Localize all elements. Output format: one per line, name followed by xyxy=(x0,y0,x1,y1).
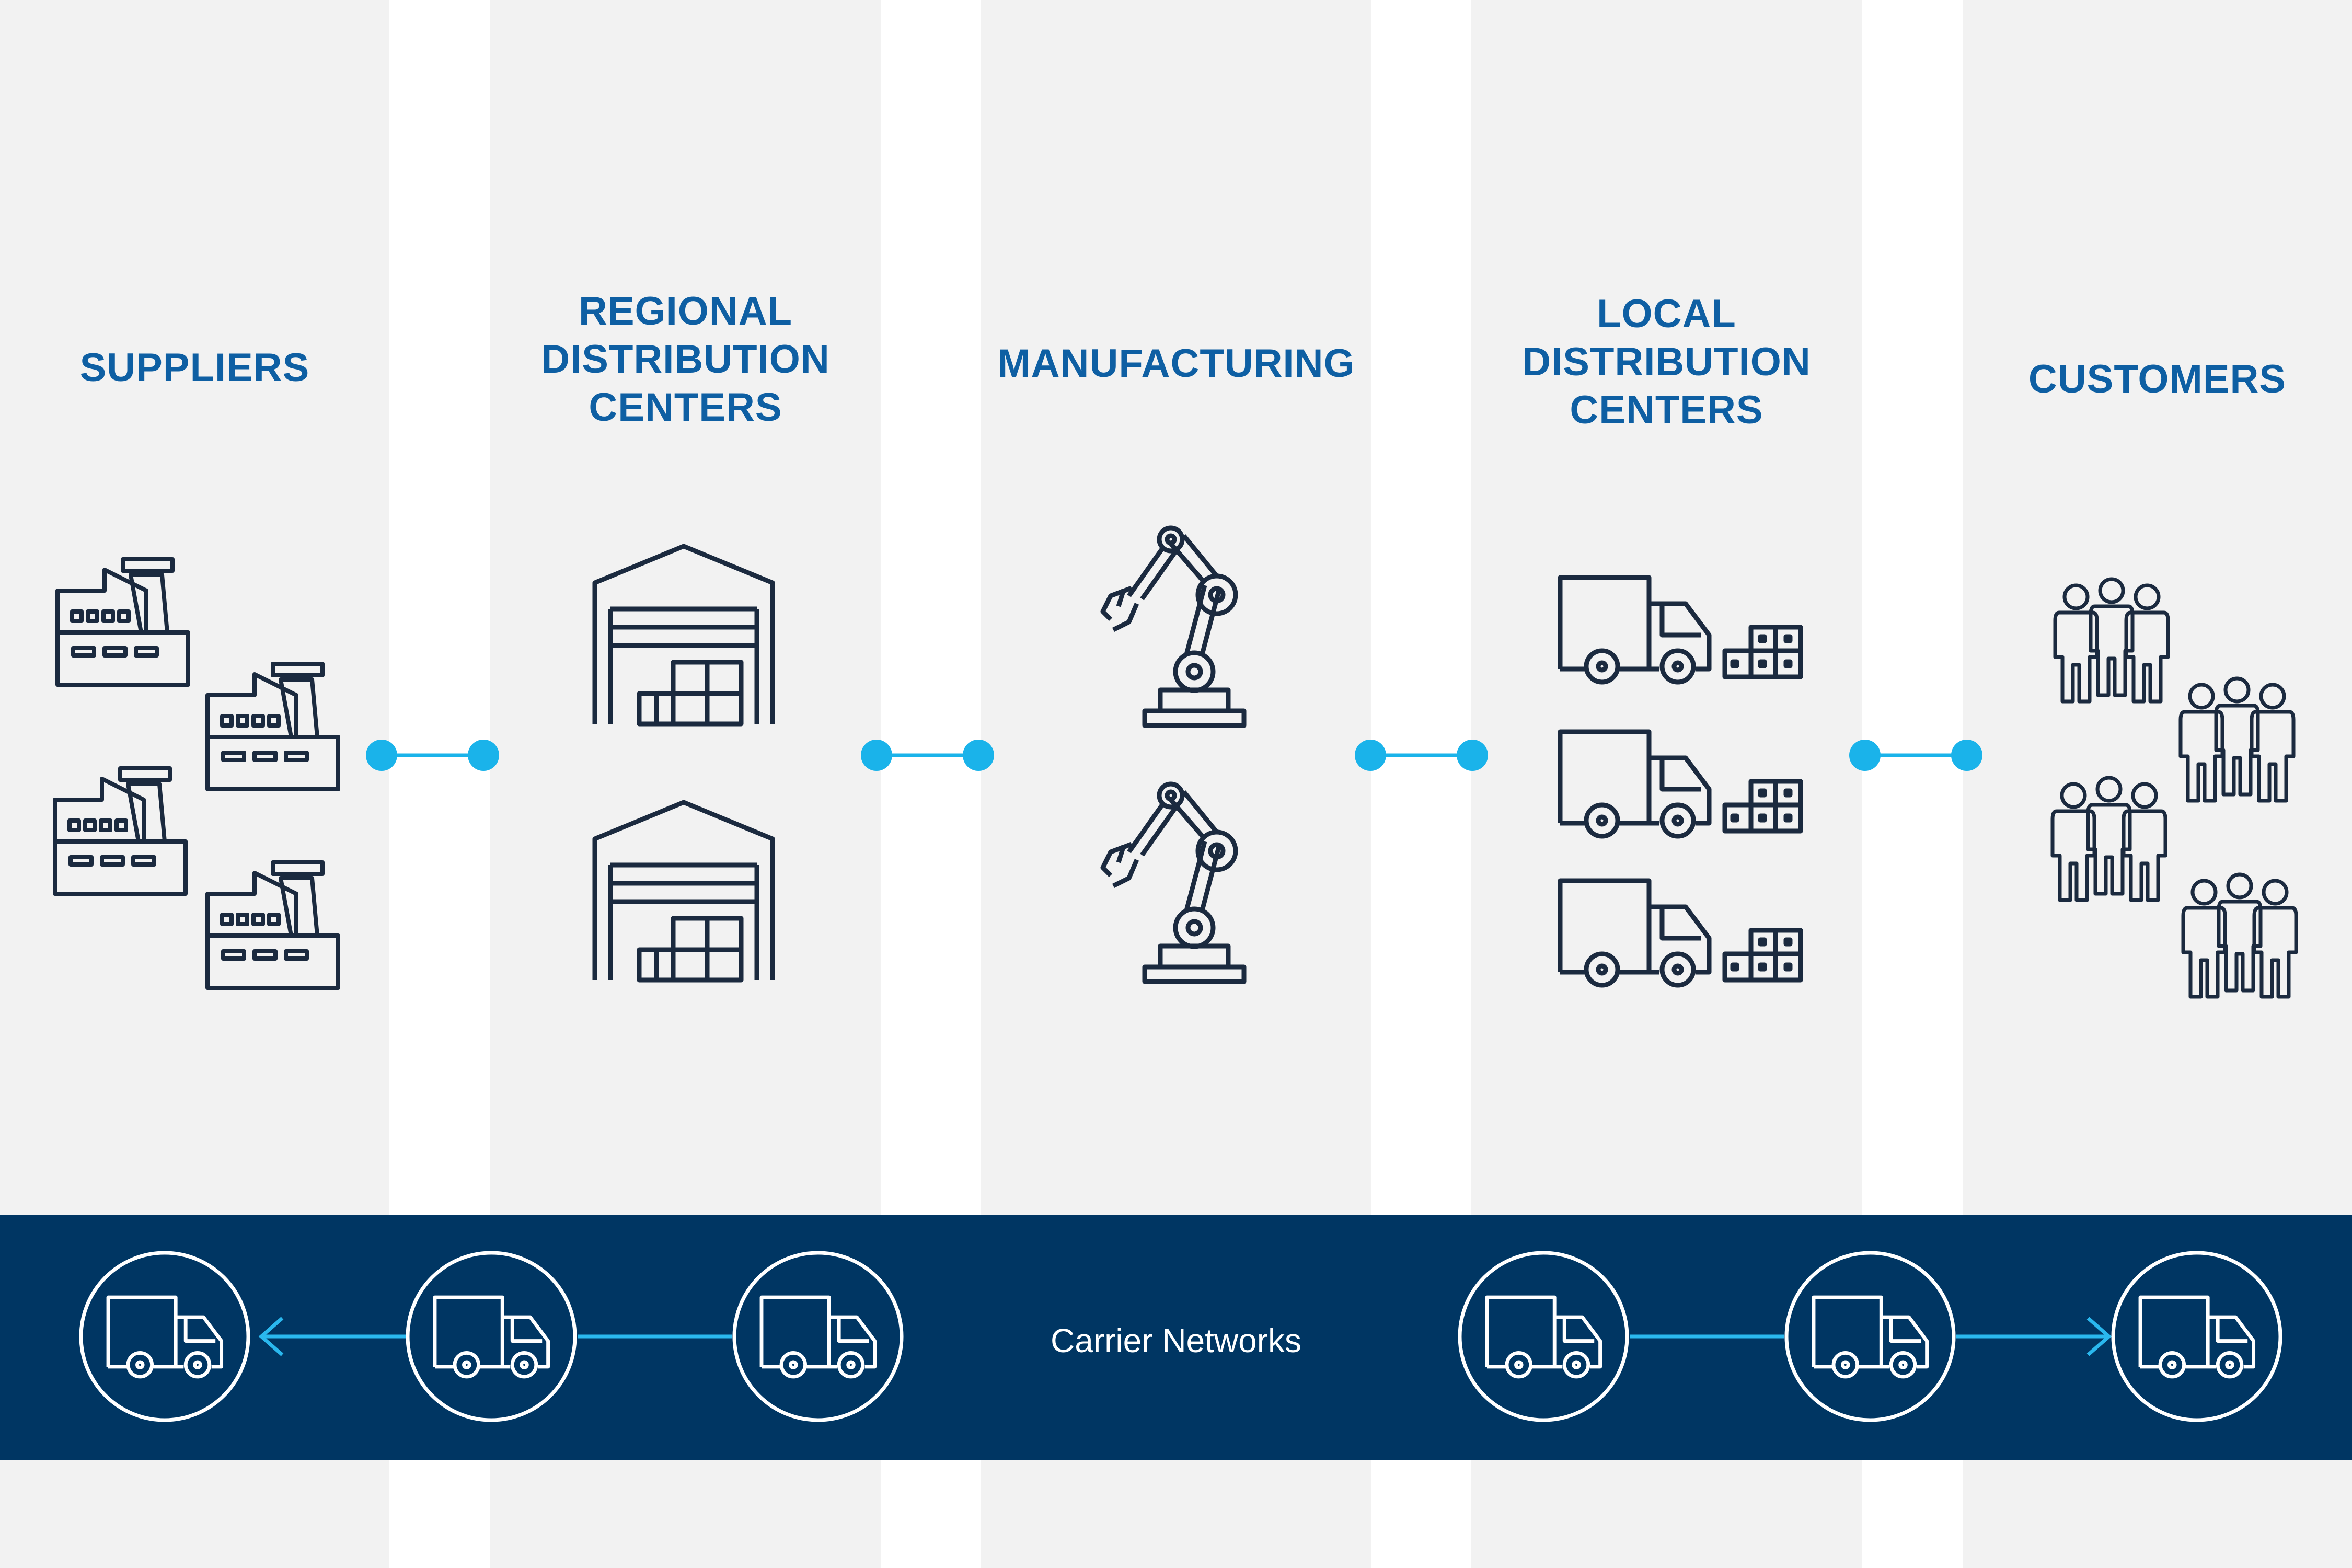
truck-ring-icon xyxy=(1460,1253,1627,1420)
truck-ring-icon xyxy=(81,1253,248,1420)
carrier-arrows xyxy=(258,1317,2112,1356)
stage-title-line: SUPPLIERS xyxy=(79,345,310,390)
arrowhead-right-icon xyxy=(2086,1317,2112,1356)
stage-title-customers: CUSTOMERS xyxy=(1963,355,2352,403)
truck-ring-icon xyxy=(1786,1253,1954,1420)
connector xyxy=(1849,740,1982,771)
connector xyxy=(1355,740,1488,771)
stage-title-line: DISTRIBUTION xyxy=(541,337,830,382)
stage-title-line: REGIONAL xyxy=(578,289,793,333)
arrowhead-left-icon xyxy=(258,1317,284,1356)
truck-ring-icon xyxy=(408,1253,575,1420)
stage-title-manufacturing: MANUFACTURING xyxy=(981,340,1371,388)
stage-title-local-distribution-centers: LOCAL DISTRIBUTION CENTERS xyxy=(1471,290,1862,434)
stage-title-suppliers: SUPPLIERS xyxy=(0,344,389,392)
stage-title-line: MANUFACTURING xyxy=(997,341,1355,386)
truck-ring-icon xyxy=(2113,1253,2280,1420)
truck-ring-icon xyxy=(734,1253,902,1420)
carrier-networks-label: Carrier Networks xyxy=(1050,1322,1302,1359)
stage-title-line: CENTERS xyxy=(1570,388,1763,432)
stage-title-regional-distribution-centers: REGIONAL DISTRIBUTION CENTERS xyxy=(490,287,881,432)
connector xyxy=(366,740,499,771)
connector xyxy=(861,740,994,771)
stage-title-line: CUSTOMERS xyxy=(2028,357,2287,401)
stage-title-line: DISTRIBUTION xyxy=(1522,340,1811,384)
stage-title-line: LOCAL xyxy=(1597,292,1736,336)
stage-title-line: CENTERS xyxy=(589,385,782,430)
stage-connectors xyxy=(366,740,1982,771)
